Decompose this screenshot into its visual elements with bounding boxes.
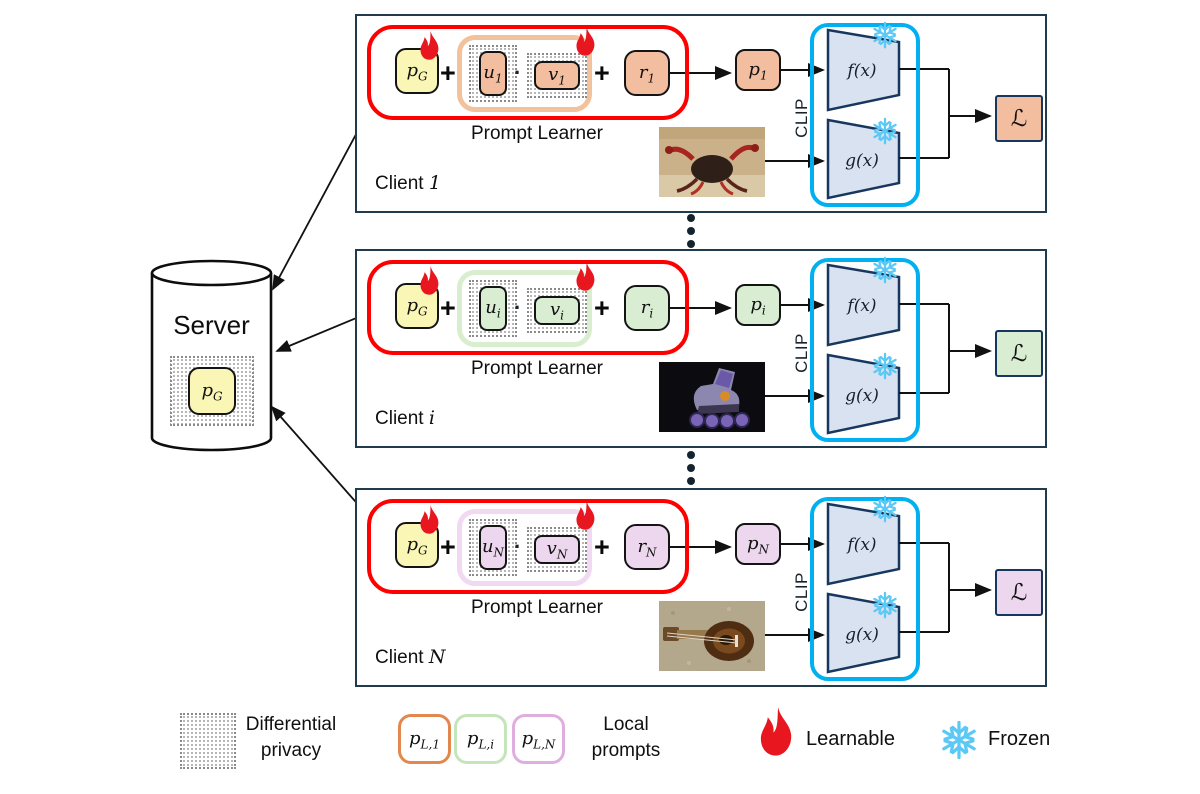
client-name: Client N	[375, 646, 446, 668]
snowflake-icon	[870, 351, 900, 381]
prompt-learner-label: Prompt Learner	[470, 123, 603, 144]
local-prompt-container	[457, 509, 592, 586]
snowflake-icon	[870, 255, 900, 285]
frozen-legend-label: Frozen	[988, 728, 1051, 750]
differential-privacy-box: ui	[469, 280, 517, 337]
prompt-learner-label: Prompt Learner	[470, 358, 603, 379]
server-cylinder: Server pG	[150, 258, 273, 452]
u-prompt-box: u1	[479, 51, 507, 96]
clip-label: CLIP	[792, 572, 811, 612]
differential-privacy-box: u1	[469, 45, 517, 102]
loss-box: ℒ	[995, 569, 1043, 616]
clip-encoder-group	[810, 258, 920, 442]
differential-privacy-box: vi	[527, 288, 587, 333]
differential-privacy-box: pG	[170, 356, 254, 426]
local-prompt-legend-box-1: pL,1	[398, 714, 451, 764]
sample-image	[659, 601, 765, 671]
inline-skate-photo	[659, 362, 765, 432]
flame-icon	[573, 501, 599, 531]
client-panel: f(x) g(x) pG + uN ·	[355, 488, 1047, 687]
snowflake-icon	[939, 720, 979, 760]
local-prompts-legend-label: Local prompts	[591, 714, 661, 761]
flame-icon	[755, 707, 799, 769]
differential-privacy-legend-label: Differential privacy	[245, 714, 337, 761]
v-prompt-box: vN	[534, 535, 580, 564]
flame-icon	[417, 266, 443, 296]
local-prompt-legend-box-N: pL,N	[512, 714, 565, 764]
multiply-dot: ·	[514, 295, 522, 320]
loss-box: ℒ	[995, 95, 1043, 142]
plus-sign: +	[440, 532, 456, 562]
loss-box: ℒ	[995, 330, 1043, 377]
differential-privacy-box: v1	[527, 53, 587, 98]
clip-label: CLIP	[792, 333, 811, 373]
prompt-learner-label: Prompt Learner	[470, 597, 603, 618]
differential-privacy-legend-swatch	[180, 713, 236, 769]
plus-sign: +	[594, 58, 610, 88]
u-prompt-box: ui	[479, 286, 507, 331]
client-name: Client i	[375, 407, 435, 429]
snowflake-icon	[870, 116, 900, 146]
differential-privacy-box: vN	[527, 527, 587, 572]
client-panel: f(x) g(x) pG + u1 ·	[355, 14, 1047, 213]
residual-prompt-box: rN	[624, 524, 670, 570]
global-prompt-box: pG	[188, 367, 236, 415]
combined-prompt-box: pi	[735, 284, 781, 326]
flame-icon	[573, 27, 599, 57]
clip-encoder-group	[810, 497, 920, 681]
learnable-prompt-outline	[367, 499, 689, 594]
server-label: Server	[173, 310, 250, 340]
residual-prompt-box: r1	[624, 50, 670, 96]
snowflake-icon	[870, 20, 900, 50]
client-panel: f(x) g(x) pG + ui ·	[355, 249, 1047, 448]
plus-sign: +	[440, 293, 456, 323]
mandolin-photo	[659, 601, 765, 671]
plus-sign: +	[440, 58, 456, 88]
combined-prompt-box: p1	[735, 49, 781, 91]
residual-prompt-box: ri	[624, 285, 670, 331]
multiply-dot: ·	[514, 60, 522, 85]
clip-label: CLIP	[792, 98, 811, 138]
u-prompt-box: uN	[479, 525, 507, 570]
client-name: Client 1	[375, 172, 441, 194]
flame-icon	[573, 262, 599, 292]
flame-icon	[417, 505, 443, 535]
learnable-prompt-outline	[367, 25, 689, 120]
plus-sign: +	[594, 532, 610, 562]
learnable-legend-label: Learnable	[806, 728, 895, 750]
crab-photo	[659, 127, 765, 197]
learnable-prompt-outline	[367, 260, 689, 355]
flame-icon	[417, 31, 443, 61]
clip-encoder-group	[810, 23, 920, 207]
local-prompt-legend-box-i: pL,i	[454, 714, 507, 764]
snowflake-icon	[870, 590, 900, 620]
combined-prompt-box: pN	[735, 523, 781, 565]
vertical-ellipsis-icon	[687, 451, 695, 485]
local-prompt-container	[457, 35, 592, 112]
sample-image	[659, 127, 765, 197]
snowflake-icon	[870, 494, 900, 524]
multiply-dot: ·	[514, 534, 522, 559]
vertical-ellipsis-icon	[687, 214, 695, 248]
plus-sign: +	[594, 293, 610, 323]
local-prompt-container	[457, 270, 592, 347]
sample-image	[659, 362, 765, 432]
v-prompt-box: vi	[534, 296, 580, 325]
v-prompt-box: v1	[534, 61, 580, 90]
differential-privacy-box: uN	[469, 519, 517, 576]
